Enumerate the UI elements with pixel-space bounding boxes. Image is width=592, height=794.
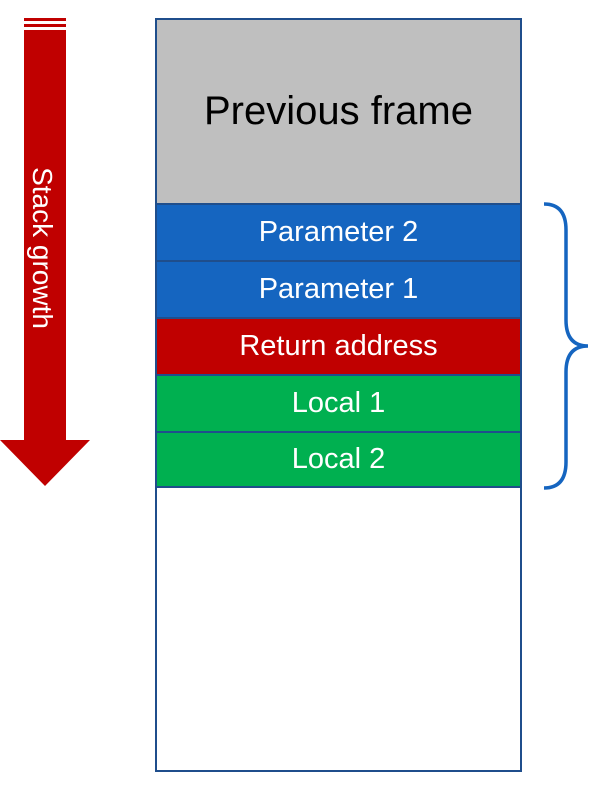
- local-2-slot: Local 2: [157, 431, 520, 488]
- stack-growth-arrow: [0, 18, 90, 486]
- parameter-1-slot: Parameter 1: [157, 260, 520, 317]
- right-curly-brace-icon: [543, 202, 589, 490]
- parameter-2-slot: Parameter 2: [157, 203, 520, 260]
- arrow-top-line-2: [24, 24, 66, 27]
- stack-growth-label: Stack growth: [27, 167, 58, 329]
- arrow-top-line-1: [24, 18, 66, 21]
- arrow-body: [0, 30, 90, 486]
- stack-column: Previous frame Parameter 2 Parameter 1 R…: [155, 18, 522, 772]
- return-address-slot: Return address: [157, 317, 520, 374]
- brace-stroke: [543, 202, 589, 490]
- previous-frame-block: Previous frame: [157, 20, 520, 203]
- local-1-slot: Local 1: [157, 374, 520, 431]
